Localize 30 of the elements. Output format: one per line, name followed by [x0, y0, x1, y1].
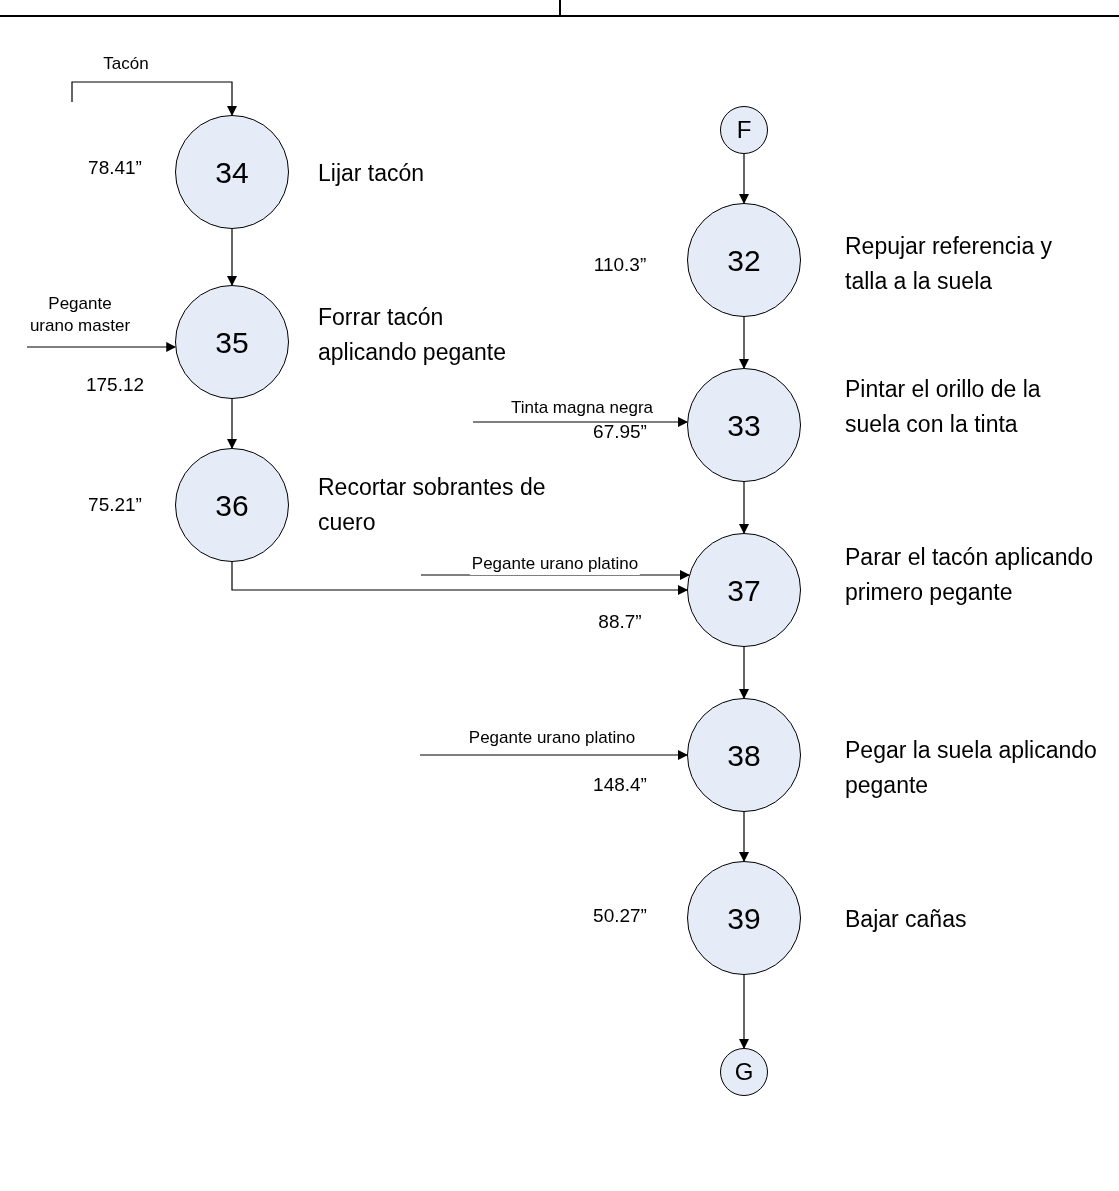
arrow — [419, 750, 688, 760]
operation-description: Recortar sobrantes de cuero — [318, 473, 547, 537]
arrow — [420, 570, 690, 580]
arrow — [739, 974, 749, 1049]
time-label: 75.21” — [88, 492, 142, 517]
arrow — [739, 811, 749, 862]
arrow — [227, 398, 237, 449]
operation-description: Pintar el orillo de la suela con la tinta — [845, 375, 1042, 439]
arrow — [71, 81, 237, 116]
arrow — [739, 316, 749, 369]
operation-description: Pegar la suela aplicando pegante — [845, 736, 1098, 800]
time-label: 175.12 — [85, 372, 145, 397]
arrow — [227, 228, 237, 286]
arrow — [739, 646, 749, 699]
time-label: 67.95” — [593, 419, 647, 444]
arrow — [739, 153, 749, 204]
time-label: 88.7” — [598, 609, 642, 634]
operation-description: Lijar tacón — [318, 159, 426, 188]
time-label: 50.27” — [593, 903, 647, 928]
operation-description: Forrar tacón aplicando pegante — [318, 303, 507, 367]
arrow — [739, 481, 749, 534]
time-label: 78.41” — [88, 155, 142, 180]
operation-description: Bajar cañas — [845, 905, 968, 934]
operation-description: Repujar referencia y talla a la suela — [845, 232, 1054, 296]
operation-description: Parar el tacón aplicando primero pegante — [845, 543, 1095, 607]
arrow — [26, 342, 177, 352]
time-label: 110.3” — [593, 252, 647, 277]
arrow — [472, 417, 689, 427]
arrow — [231, 561, 688, 595]
time-label: 148.4” — [593, 772, 647, 797]
